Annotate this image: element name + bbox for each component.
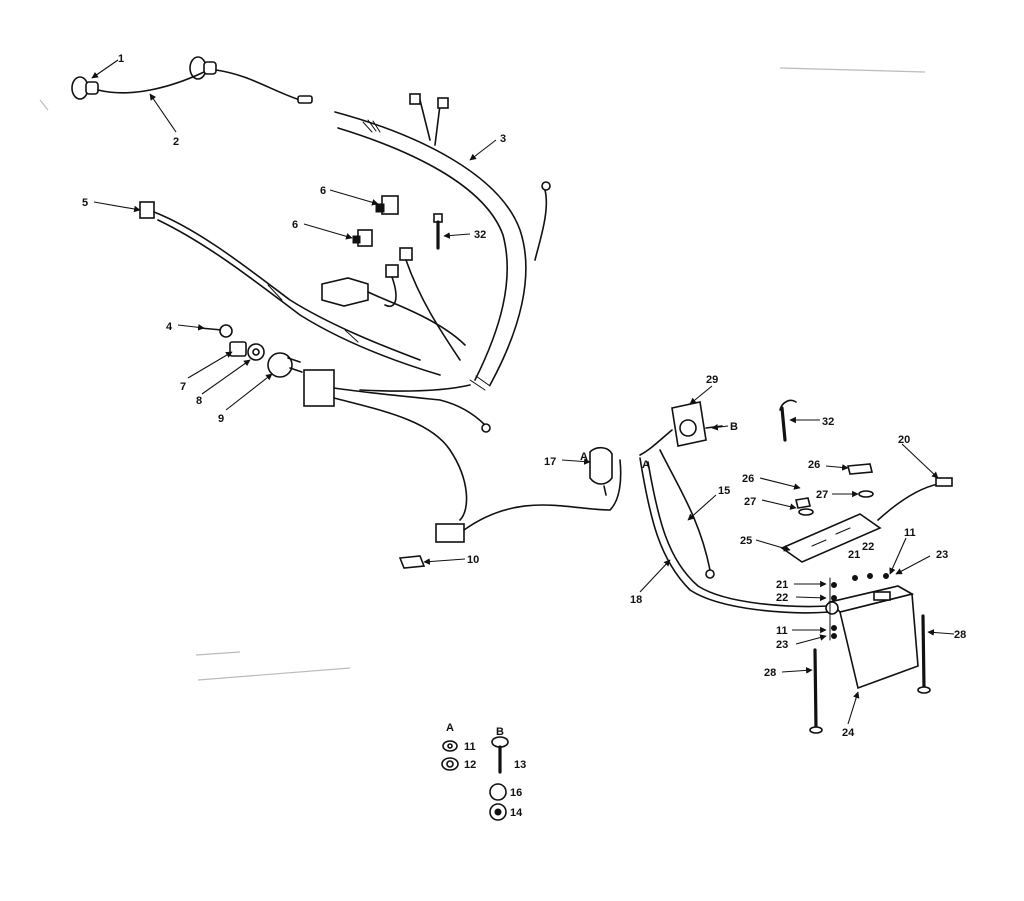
- callout-2: 2: [173, 136, 179, 148]
- relay-connectors: [352, 195, 461, 361]
- callout-32a: 32: [474, 229, 486, 241]
- callout-21a: 21: [848, 549, 860, 561]
- callout-6a: 6: [320, 185, 326, 197]
- callout-B: B: [730, 421, 738, 433]
- inset-callout-13: 13: [514, 759, 526, 771]
- battery-part-24: [825, 573, 919, 690]
- main-harness-conduit: [334, 93, 551, 392]
- hardware-legend-inset: [441, 736, 509, 821]
- callout-5: 5: [82, 197, 88, 209]
- callout-25: 25: [740, 535, 752, 547]
- callout-8: 8: [196, 395, 202, 407]
- callout-6b: 6: [292, 219, 298, 231]
- connector-block: [303, 369, 622, 543]
- inset-callout-16: 16: [510, 787, 522, 799]
- callout-labels: 1 2 3 5 6 6 32 4 7 8 9 10 29 B 17 A A 15…: [82, 53, 966, 819]
- control-module-box: [321, 277, 466, 346]
- callout-4: 4: [166, 321, 173, 333]
- callout-21b: 21: [776, 579, 788, 591]
- callout-22b: 22: [776, 592, 788, 604]
- callout-28a: 28: [764, 667, 776, 679]
- battery-hold-down-bracket: [780, 513, 882, 563]
- callout-23a: 23: [936, 549, 948, 561]
- inset-label-B: B: [496, 726, 504, 738]
- callout-26b: 26: [808, 459, 820, 471]
- callout-32b: 32: [822, 416, 834, 428]
- callout-10: 10: [467, 554, 479, 566]
- callout-27b: 27: [816, 489, 828, 501]
- callout-20: 20: [898, 434, 910, 446]
- callout-17: 17: [544, 456, 556, 468]
- switch-and-branch-harness: [139, 201, 441, 376]
- callout-11a: 11: [904, 527, 916, 539]
- callout-28b: 28: [954, 629, 966, 641]
- callout-7: 7: [180, 381, 186, 393]
- solenoid-assembly: [589, 401, 723, 496]
- callout-27a: 27: [744, 496, 756, 508]
- callout-3: 3: [500, 133, 506, 145]
- fuse-part-10: [398, 555, 426, 569]
- hold-down-rods-part-28: [809, 614, 931, 734]
- callout-22a: 22: [862, 541, 874, 553]
- inset-callout-12: 12: [464, 759, 476, 771]
- callout-11b: 11: [776, 625, 788, 637]
- ignition-switch-parts: [199, 324, 303, 378]
- callout-A2: A: [642, 459, 650, 471]
- callout-29: 29: [706, 374, 718, 386]
- callout-26a: 26: [742, 473, 754, 485]
- right-side-small-parts: [779, 399, 953, 521]
- inset-callout-14: 14: [510, 807, 523, 819]
- callout-18: 18: [630, 594, 642, 606]
- light-bulb-assembly: [71, 56, 313, 104]
- inset-callout-11: 11: [464, 741, 476, 753]
- callout-15: 15: [718, 485, 730, 497]
- inset-label-A: A: [446, 722, 454, 734]
- callout-24: 24: [842, 727, 855, 739]
- callout-23b: 23: [776, 639, 788, 651]
- battery-cables: [639, 449, 831, 614]
- callout-9: 9: [218, 413, 224, 425]
- callout-leaders: [91, 59, 955, 725]
- callout-A1: A: [580, 451, 588, 463]
- screw-part-32: [433, 213, 443, 250]
- callout-1: 1: [118, 53, 124, 65]
- scan-marks: [39, 67, 926, 681]
